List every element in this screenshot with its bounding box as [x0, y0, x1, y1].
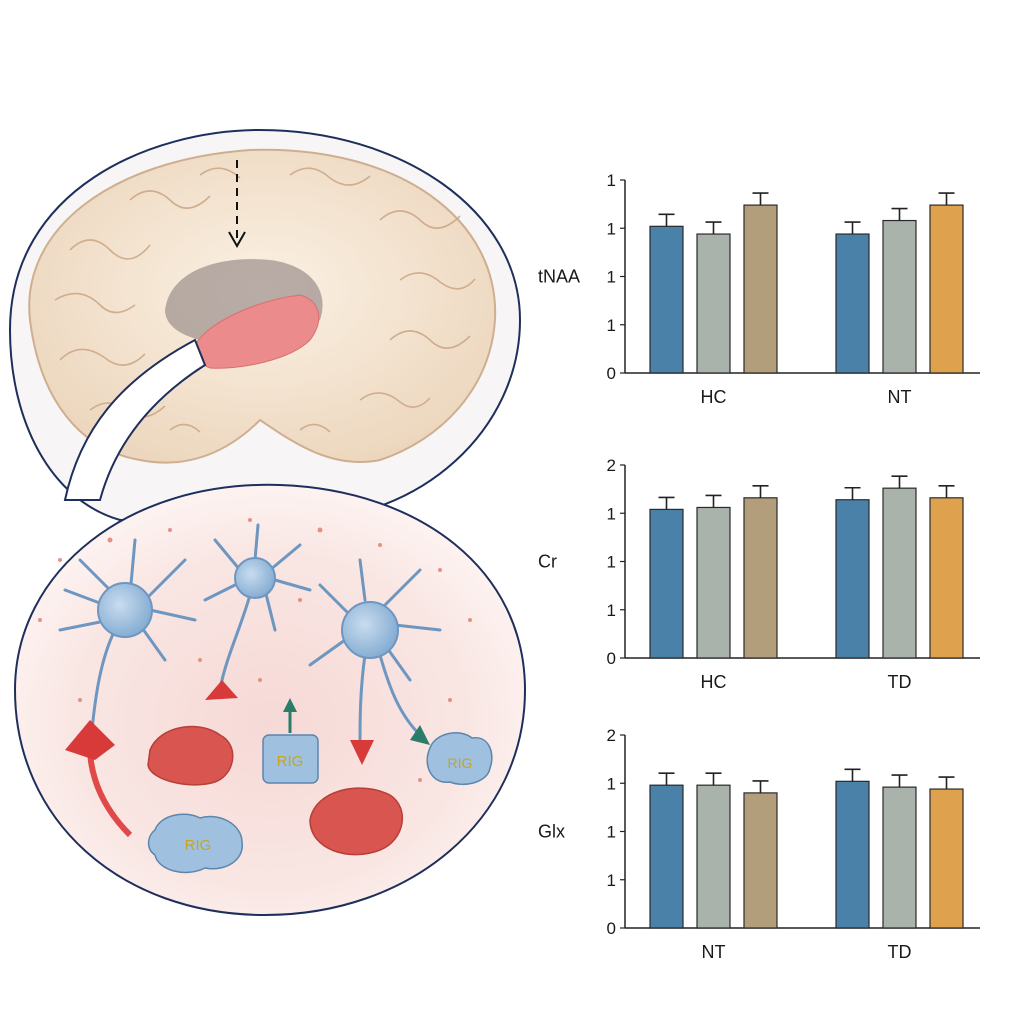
y-tick-label: 1	[607, 219, 616, 238]
svg-text:RIG: RIG	[277, 753, 304, 770]
y-axis-label: Cr	[538, 552, 557, 572]
error-bar	[705, 772, 722, 786]
tissue-inset: RIG RIG RIG	[13, 483, 527, 917]
x-tick-label: NT	[888, 387, 912, 407]
y-tick-label: 1	[607, 171, 616, 190]
y-tick-label: 1	[607, 601, 616, 620]
receptor-label-box: RIG	[262, 698, 319, 784]
y-tick-label: 1	[607, 871, 616, 890]
neuron-icon	[58, 538, 197, 838]
receptor-label-box: RIG	[426, 732, 493, 786]
svg-text:RIG: RIG	[185, 837, 212, 854]
bar	[835, 499, 870, 659]
bar	[929, 204, 964, 374]
bar	[649, 225, 684, 374]
svg-text:RIG: RIG	[448, 755, 473, 771]
bar	[835, 780, 870, 929]
neuron-icon	[203, 523, 312, 700]
x-tick-label: TD	[888, 672, 912, 692]
y-tick-label: 1	[607, 268, 616, 287]
error-bar	[844, 486, 861, 500]
error-bar	[844, 768, 861, 782]
error-bar	[752, 192, 769, 206]
error-bar	[938, 776, 955, 790]
y-tick-label: 1	[607, 504, 616, 523]
y-tick-label: 0	[607, 649, 616, 668]
bar	[882, 487, 917, 659]
y-axis-label: tNAA	[538, 267, 580, 287]
neuron-icon	[308, 558, 442, 765]
error-bar	[938, 485, 955, 498]
receptor-label-box: RIG	[147, 813, 243, 874]
error-bar	[752, 780, 769, 793]
y-tick-label: 2	[607, 726, 616, 745]
bar	[929, 788, 964, 929]
bar	[743, 497, 778, 659]
y-tick-label: 1	[607, 823, 616, 842]
error-bar	[658, 772, 675, 786]
bar	[743, 792, 778, 929]
bar	[882, 219, 917, 374]
error-bar	[891, 207, 908, 221]
x-tick-label: HC	[701, 672, 727, 692]
bar	[649, 508, 684, 659]
error-bar	[658, 213, 675, 227]
y-tick-label: 1	[607, 774, 616, 793]
y-tick-label: 1	[607, 553, 616, 572]
bar	[929, 497, 964, 659]
error-bar	[844, 221, 861, 235]
y-tick-label: 0	[607, 364, 616, 383]
bar	[696, 506, 731, 659]
tissue-blob-icon	[147, 725, 234, 786]
x-tick-label: TD	[888, 942, 912, 962]
y-axis-label: Glx	[538, 822, 565, 842]
bar	[649, 784, 684, 929]
error-bar	[705, 221, 722, 235]
bar	[696, 233, 731, 374]
bar	[882, 786, 917, 929]
tissue-blob-icon	[309, 787, 404, 856]
bar	[743, 204, 778, 374]
brain-illustration: RIG RIG RIG	[8, 128, 527, 917]
error-bar	[891, 774, 908, 788]
bar	[696, 784, 731, 929]
error-bar	[658, 496, 675, 510]
error-bar	[891, 475, 908, 489]
error-bar	[938, 192, 955, 206]
y-tick-label: 0	[607, 919, 616, 938]
y-tick-label: 1	[607, 316, 616, 335]
x-tick-label: HC	[701, 387, 727, 407]
x-tick-label: NT	[702, 942, 726, 962]
y-tick-label: 2	[607, 456, 616, 475]
connector	[63, 338, 207, 501]
error-bar	[752, 485, 769, 498]
bar-chart-tnaa: 1 1 1 1 0 tNAA HC NT	[530, 160, 990, 410]
chart-svg: 1 1 1 1 0 tNAA HC NT	[538, 171, 980, 407]
bar	[835, 233, 870, 374]
error-bar	[705, 494, 722, 508]
